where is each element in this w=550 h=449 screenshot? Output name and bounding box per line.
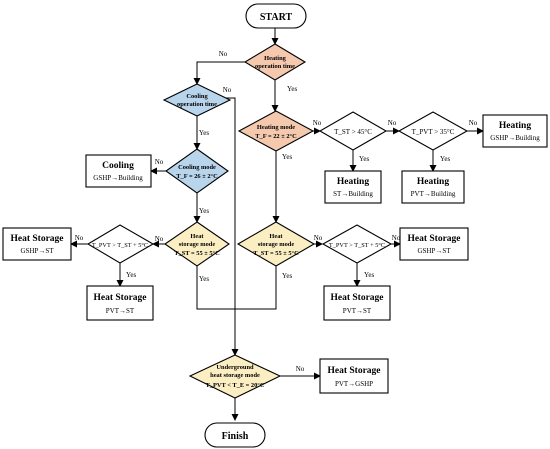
box-subtitle: ST→Building <box>333 190 373 198</box>
box-title: Heat Storage <box>327 366 380 376</box>
decision-line: Heating <box>264 55 286 62</box>
box-title: Cooling <box>102 161 134 171</box>
box-title: Heat Storage <box>330 293 383 303</box>
label-no: No <box>469 119 478 127</box>
label-no: No <box>155 158 164 166</box>
label-yes: Yes <box>364 271 374 279</box>
decision-line: Heat <box>269 233 283 240</box>
label-no: No <box>392 234 401 242</box>
label-no: No <box>296 365 305 373</box>
label-yes: Yes <box>199 207 209 215</box>
finish-label: Finish <box>222 431 249 442</box>
arrow-storage-mid-yes-to-merge <box>235 266 277 310</box>
decision-heating-operation-time: Heating operation time <box>243 43 307 81</box>
decision-heating-mode: Heating mode T_F = 22 ± 2°C <box>237 110 315 152</box>
decision-line: T_ST = 55 ± 5°C <box>174 250 220 257</box>
decision-tpvt-tst-right: T_PVT > T_ST + 5°C <box>321 224 393 264</box>
decision-line: operation time <box>177 101 217 108</box>
label-yes: Yes <box>199 129 209 137</box>
connectors <box>70 28 484 421</box>
box-subtitle: PVT→Building <box>411 190 456 198</box>
branch-labels: No Yes No Yes No Yes No Yes No Yes No Ye… <box>75 50 478 373</box>
decision-cooling-mode: Cooling mode T_F = 26 ± 2°C <box>165 148 229 194</box>
box-subtitle: GSHP→Building <box>490 134 540 142</box>
decision-underground-storage: Underground heat storage mode T_PVT < T_… <box>188 354 282 399</box>
start-terminal: START <box>245 3 307 29</box>
box-heating-pvt: Heating PVT→Building <box>401 170 465 204</box>
decision-line: heat storage mode <box>210 372 260 379</box>
decision-line: T_PVT > 35°C <box>412 128 455 136</box>
label-no: No <box>388 119 397 127</box>
box-storage-pvt-st-left: Heat Storage PVT→ST <box>86 285 154 321</box>
decision-line: Cooling mode <box>178 164 216 171</box>
decision-line: T_F = 26 ± 2°C <box>176 173 218 180</box>
decision-tpvt-tst-left: T_PVT > T_ST + 5°C <box>86 224 155 264</box>
arrow-cooling-no-to-underground <box>225 97 239 356</box>
box-storage-gshp-st-left: Heat Storage GSHP→ST <box>2 227 72 261</box>
box-title: Heat Storage <box>93 293 146 303</box>
decision-cooling-operation-time: Cooling operation time <box>162 83 232 117</box>
box-subtitle: PVT→ST <box>106 307 135 315</box>
label-yes: Yes <box>282 272 292 280</box>
box-title: Heat Storage <box>10 234 63 244</box>
start-label: START <box>260 12 293 23</box>
label-no: No <box>155 235 164 243</box>
decision-tst-45: T_ST > 45°C <box>318 111 388 151</box>
decision-line: T_PVT < T_E = 20°C <box>206 382 265 389</box>
box-subtitle: GSHP→Building <box>93 174 143 182</box>
label-no: No <box>219 50 228 58</box>
decision-line: T_PVT > T_ST + 5°C <box>92 242 148 249</box>
box-title: Heating <box>417 177 449 187</box>
box-storage-gshp-st-right: Heat Storage GSHP→ST <box>399 227 469 261</box>
box-title: Heat Storage <box>407 234 460 244</box>
label-no: No <box>75 234 84 242</box>
box-title: Heating <box>337 177 369 187</box>
label-yes: Yes <box>287 85 297 93</box>
decision-line: Cooling <box>186 93 208 100</box>
label-yes: Yes <box>359 155 369 163</box>
arrow-heating-no-to-cooling <box>193 61 248 85</box>
arrow-storage-left-yes-to-merge <box>196 266 235 310</box>
label-no: No <box>314 234 323 242</box>
label-yes: Yes <box>440 155 450 163</box>
box-heating-st: Heating ST→Building <box>324 170 382 204</box>
decision-line: storage mode <box>179 241 216 248</box>
box-subtitle: GSHP→ST <box>417 247 451 255</box>
label-yes: Yes <box>282 153 292 161</box>
decision-heat-storage-mid: Heat storage mode T_ST = 55 ± 5°C <box>236 221 316 267</box>
box-storage-pvt-gshp: Heat Storage PVT→GSHP <box>319 358 389 394</box>
box-subtitle: PVT→GSHP <box>335 380 373 388</box>
decision-line: Underground <box>216 364 254 371</box>
decision-tpvt-35: T_PVT > 35°C <box>397 111 469 151</box>
box-subtitle: GSHP→ST <box>20 247 54 255</box>
decision-line: T_ST = 55 ± 5°C <box>253 250 299 257</box>
label-no: No <box>313 119 322 127</box>
box-heating-gshp: Heating GSHP→Building <box>482 114 548 148</box>
decision-line: Heating mode <box>257 124 295 131</box>
label-yes: Yes <box>126 271 136 279</box>
decision-line: T_ST > 45°C <box>334 128 372 136</box>
decision-line: T_F = 22 ± 2°C <box>255 133 297 140</box>
box-title: Heating <box>499 121 531 131</box>
box-subtitle: PVT→ST <box>343 307 372 315</box>
label-no: No <box>223 86 232 94</box>
decision-line: operation time <box>255 63 295 70</box>
decision-line: Heat <box>190 233 204 240</box>
label-yes: Yes <box>199 275 209 283</box>
finish-terminal: Finish <box>204 422 266 448</box>
box-cooling-gshp: Cooling GSHP→Building <box>85 154 152 188</box>
decision-line: T_PVT > T_ST + 5°C <box>329 242 385 249</box>
decision-heat-storage-left: Heat storage mode T_ST = 55 ± 5°C <box>164 221 230 267</box>
box-storage-pvt-st-right: Heat Storage PVT→ST <box>323 285 391 321</box>
decision-line: storage mode <box>258 241 295 248</box>
